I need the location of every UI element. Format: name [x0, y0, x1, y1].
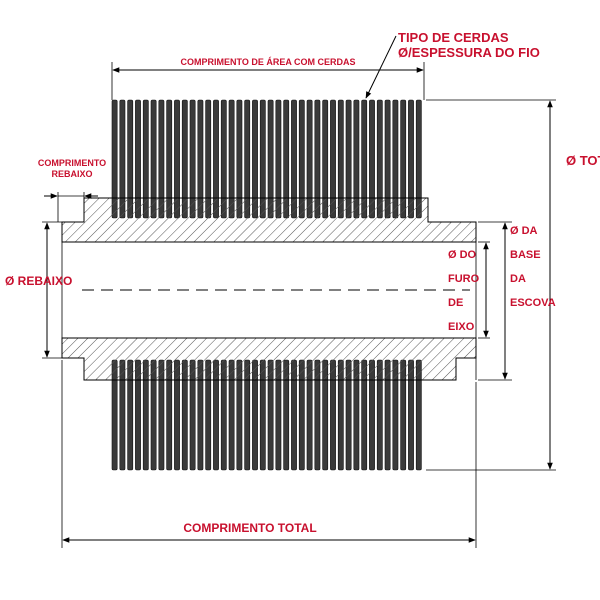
label-furo-1: Ø DO — [448, 249, 477, 261]
label-base-2: BASE — [510, 249, 541, 261]
dimension-arrows — [44, 35, 553, 543]
label-base-3: DA — [510, 273, 526, 285]
bristle-band-bottom — [111, 359, 422, 471]
labels: TIPO DE CERDAS Ø/ESPESSURA DO FIO COMPRI… — [5, 30, 600, 535]
core-wall-top — [61, 197, 477, 243]
leader-tipo-cerdas — [365, 35, 397, 99]
label-comprimento-area: COMPRIMENTO DE ÁREA COM CERDAS — [180, 57, 355, 67]
label-comprimento-rebaixo-2: REBAIXO — [51, 169, 92, 179]
label-diametro-rebaixo: Ø REBAIXO — [5, 274, 72, 288]
extension-lines — [42, 62, 556, 548]
label-tipo-cerdas-2: Ø/ESPESSURA DO FIO — [398, 45, 540, 60]
label-tipo-cerdas-1: TIPO DE CERDAS — [398, 30, 509, 45]
label-base-1: Ø DA — [510, 225, 538, 237]
label-comprimento-total: COMPRIMENTO TOTAL — [183, 521, 316, 535]
label-furo-2: FURO — [448, 273, 480, 285]
bristle-band-top — [111, 99, 422, 219]
core-wall-bottom — [61, 337, 477, 381]
label-diametro-total: Ø TOTAL — [566, 153, 600, 168]
label-furo-3: DE — [448, 297, 463, 309]
brush-core — [61, 197, 477, 381]
label-base-4: ESCOVA — [510, 297, 556, 309]
label-comprimento-rebaixo-1: COMPRIMENTO — [38, 158, 106, 168]
label-furo-4: EIXO — [448, 321, 475, 333]
